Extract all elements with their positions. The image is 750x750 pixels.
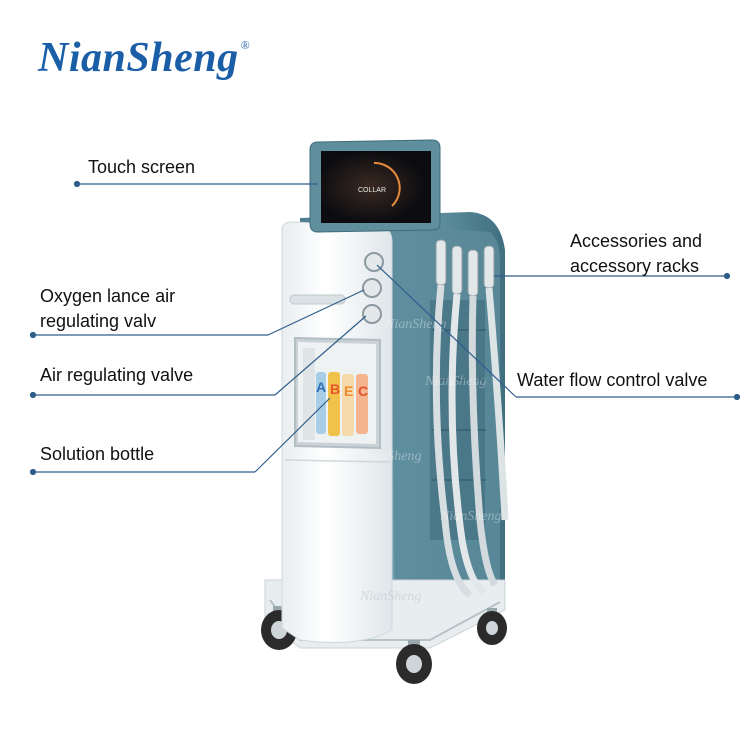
leader-dot-accessories	[723, 272, 731, 280]
leader-air-d	[274, 315, 367, 396]
bottle-window: A B E C	[294, 336, 381, 450]
leader-lines	[29, 180, 741, 476]
touch-screen-display: COLLAR	[309, 139, 441, 233]
leader-dot-air	[29, 391, 37, 399]
leader-solution-d	[254, 397, 331, 473]
callout-touch-screen: Touch screen	[88, 157, 196, 177]
callout-accessories-line2: accessory racks	[570, 256, 700, 276]
callout-water-valve: Water flow control valve	[517, 370, 708, 390]
wheel-front-right	[396, 640, 432, 684]
handpiece-2	[451, 245, 463, 295]
leader-water-d	[376, 264, 517, 398]
handpieces	[432, 239, 509, 598]
callout-oxygen-valve: Oxygen lance air regulating valv	[40, 284, 175, 334]
watermark-3: NianSheng	[359, 449, 421, 464]
knob-oxygen	[362, 278, 382, 298]
watermark-5: NianSheng	[359, 589, 421, 604]
callout-oxygen-line2: regulating valv	[40, 311, 157, 331]
handpiece-3	[467, 249, 479, 297]
wheel-rear-right	[477, 608, 507, 645]
brand-name: NianSheng	[38, 35, 239, 81]
bottle-label-e: E	[344, 383, 353, 399]
callout-oxygen-line1: Oxygen lance air	[40, 286, 176, 306]
leader-oxygen-d	[267, 289, 365, 336]
watermark-1: NianSheng	[384, 317, 446, 332]
handpiece-1	[435, 239, 447, 286]
bottle-label-c: C	[358, 383, 368, 399]
watermark-2: NianSheng	[424, 374, 486, 389]
callout-air-valve: Air regulating valve	[40, 365, 194, 385]
leader-dot-touch-screen	[73, 180, 81, 188]
leader-dot-water	[733, 393, 741, 401]
bottle-label-b: B	[330, 381, 340, 397]
leader-dot-solution	[29, 468, 37, 476]
handpiece-4	[483, 245, 495, 289]
leader-dot-oxygen	[29, 331, 37, 339]
caster-wheels	[261, 606, 507, 684]
control-knobs	[362, 252, 384, 324]
registered-mark: ®	[240, 38, 251, 52]
watermark-4: NianSheng	[439, 509, 501, 524]
callout-accessories-line1: Accessories and	[570, 231, 703, 251]
brand-logo: NianSheng®	[38, 34, 250, 82]
bottle-label-a: A	[316, 379, 326, 395]
callout-solution-bottle: Solution bottle	[40, 444, 155, 464]
knob-air	[362, 304, 382, 324]
callout-accessories: Accessories and accessory racks	[570, 229, 702, 279]
screen-text: COLLAR	[358, 187, 386, 194]
